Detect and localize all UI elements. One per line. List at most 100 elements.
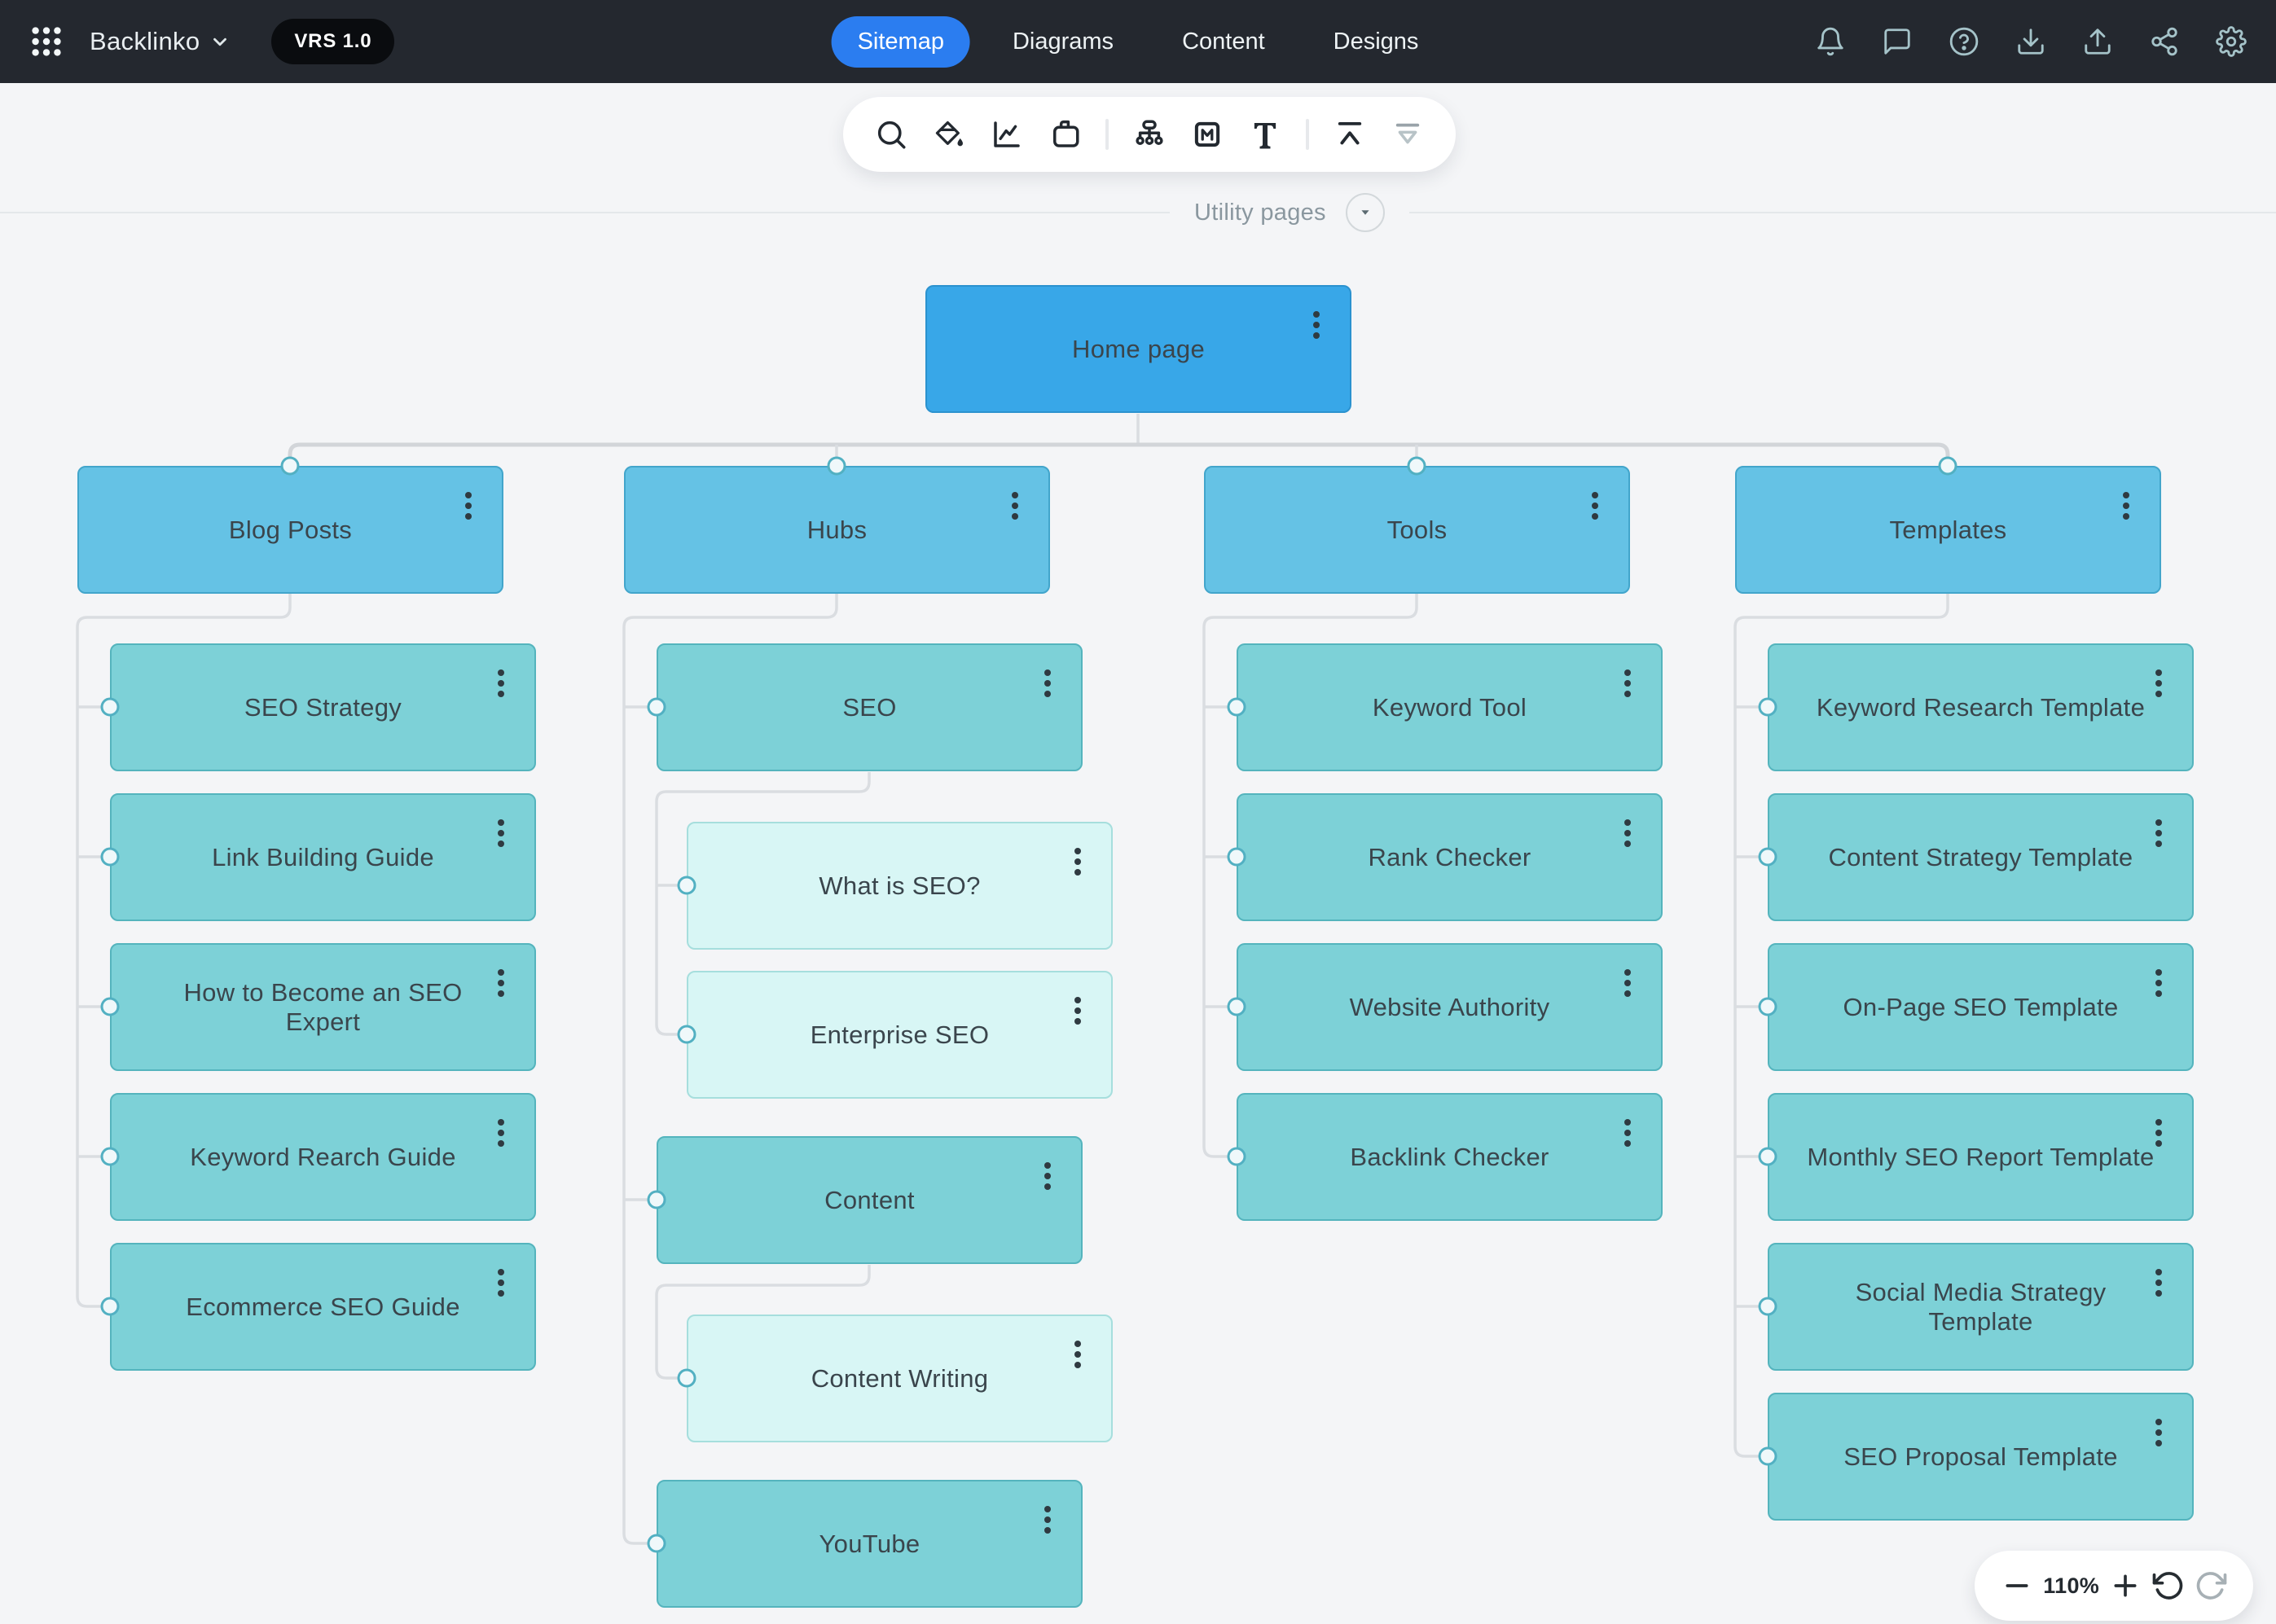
sitemap-node-content[interactable]: Content: [657, 1136, 1083, 1264]
node-menu-icon[interactable]: [1044, 1162, 1051, 1169]
sitemap-node-seo-expert[interactable]: How to Become an SEO Expert: [110, 943, 536, 1071]
node-menu-icon[interactable]: [2155, 1269, 2162, 1275]
node-menu-icon[interactable]: [2155, 1419, 2162, 1425]
toolbar-separator: [1306, 119, 1309, 150]
sitemap-node-seo[interactable]: SEO: [657, 643, 1083, 771]
sitemap-node-hubs[interactable]: Hubs: [624, 466, 1050, 594]
sitemap-node-templates[interactable]: Templates: [1735, 466, 2161, 594]
sitemap-node-rank-checker[interactable]: Rank Checker: [1237, 793, 1663, 921]
redo-icon[interactable]: [2195, 1569, 2227, 1602]
node-menu-icon[interactable]: [498, 1119, 504, 1126]
node-menu-icon[interactable]: [1044, 669, 1051, 676]
node-menu-icon[interactable]: [1012, 492, 1018, 498]
pages-icon[interactable]: [1048, 117, 1082, 151]
node-menu-icon[interactable]: [465, 492, 472, 498]
analytics-chart-icon[interactable]: [990, 117, 1024, 151]
nav-tab-sitemap[interactable]: Sitemap: [831, 15, 970, 68]
node-title: Home page: [1072, 334, 1205, 363]
sitemap-node-seo-strategy[interactable]: SEO Strategy: [110, 643, 536, 771]
node-menu-icon[interactable]: [1624, 819, 1631, 826]
canvas-toolbar: [843, 97, 1456, 172]
utility-expand-button[interactable]: [1345, 193, 1385, 232]
nav-tab-diagrams[interactable]: Diagrams: [1012, 28, 1114, 55]
node-menu-icon[interactable]: [1624, 669, 1631, 676]
node-menu-icon[interactable]: [498, 669, 504, 676]
sitemap-node-backlink-checker[interactable]: Backlink Checker: [1237, 1093, 1663, 1221]
share-nodes-icon[interactable]: [2149, 26, 2180, 57]
expand-all-icon[interactable]: [1391, 117, 1425, 151]
search-icon[interactable]: [874, 117, 908, 151]
apps-grid-icon[interactable]: [28, 23, 65, 60]
node-menu-icon[interactable]: [1074, 848, 1081, 854]
sitemap-node-seo-proposal-template[interactable]: SEO Proposal Template: [1768, 1393, 2194, 1521]
sitemap-node-keyword-research-template[interactable]: Keyword Research Template: [1768, 643, 2194, 771]
node-title: Keyword Tool: [1372, 692, 1527, 722]
node-menu-icon[interactable]: [2155, 669, 2162, 676]
node-title: Enterprise SEO: [810, 1020, 990, 1049]
fill-color-icon[interactable]: [932, 117, 966, 151]
node-title: Hubs: [806, 515, 868, 544]
node-title: On-Page SEO Template: [1843, 992, 2119, 1021]
node-menu-icon[interactable]: [1313, 311, 1320, 318]
sitemap-node-youtube[interactable]: YouTube: [657, 1480, 1083, 1608]
settings-gear-icon[interactable]: [2216, 26, 2247, 57]
zoom-out-icon[interactable]: [2001, 1569, 2033, 1602]
node-title: Content: [824, 1185, 915, 1214]
node-title: SEO Proposal Template: [1843, 1442, 2118, 1471]
sitemap-node-on-page-seo-template[interactable]: On-Page SEO Template: [1768, 943, 2194, 1071]
node-menu-icon[interactable]: [498, 969, 504, 976]
sitemap-node-blog-posts[interactable]: Blog Posts: [77, 466, 503, 594]
sitemap-node-social-media-strategy-template[interactable]: Social Media Strategy Template: [1768, 1243, 2194, 1371]
undo-icon[interactable]: [2152, 1569, 2185, 1602]
sitemap-node-what-is-seo[interactable]: What is SEO?: [687, 822, 1113, 950]
sitemap-node-link-building-guide[interactable]: Link Building Guide: [110, 793, 536, 921]
node-menu-icon[interactable]: [1044, 1506, 1051, 1512]
sitemap-node-website-authority[interactable]: Website Authority: [1237, 943, 1663, 1071]
zoom-controls: 110%: [1975, 1551, 2253, 1621]
node-title: YouTube: [819, 1529, 921, 1558]
comment-bubble-icon[interactable]: [1882, 26, 1913, 57]
node-title: Content Strategy Template: [1828, 842, 2133, 871]
nav-tab-content[interactable]: Content: [1182, 28, 1265, 55]
sitemap-node-ecommerce-seo-guide[interactable]: Ecommerce SEO Guide: [110, 1243, 536, 1371]
node-menu-icon[interactable]: [1624, 1119, 1631, 1126]
sitemap-node-monthly-seo-report-template[interactable]: Monthly SEO Report Template: [1768, 1093, 2194, 1221]
download-icon[interactable]: [2015, 26, 2046, 57]
node-title: Keyword Research Template: [1816, 692, 2146, 722]
node-menu-icon[interactable]: [2155, 969, 2162, 976]
node-menu-icon[interactable]: [1074, 1341, 1081, 1347]
header-left: Backlinko VRS 1.0: [0, 19, 395, 64]
utility-pages-label: Utility pages: [1194, 199, 1326, 226]
node-menu-icon[interactable]: [2123, 492, 2129, 498]
nav-tab-designs[interactable]: Designs: [1333, 28, 1419, 55]
sitemap-node-icon[interactable]: [1132, 117, 1167, 151]
version-badge: VRS 1.0: [271, 19, 395, 64]
node-menu-icon[interactable]: [2155, 1119, 2162, 1126]
node-title: SEO Strategy: [244, 692, 402, 722]
node-menu-icon[interactable]: [1074, 997, 1081, 1003]
help-circle-icon[interactable]: [1949, 26, 1979, 57]
node-menu-icon[interactable]: [498, 1269, 504, 1275]
node-menu-icon[interactable]: [2155, 819, 2162, 826]
upload-icon[interactable]: [2082, 26, 2113, 57]
node-title: Keyword Rearch Guide: [190, 1142, 456, 1171]
sitemap-node-keyword-rearch-guide[interactable]: Keyword Rearch Guide: [110, 1093, 536, 1221]
collapse-all-icon[interactable]: [1333, 117, 1367, 151]
sitemap-node-content-writing[interactable]: Content Writing: [687, 1315, 1113, 1442]
node-menu-icon[interactable]: [498, 819, 504, 826]
text-tool-icon[interactable]: [1248, 117, 1282, 151]
workspace-name: Backlinko: [90, 27, 200, 55]
markdown-icon[interactable]: [1190, 117, 1224, 151]
workspace-switcher[interactable]: Backlinko: [90, 27, 231, 56]
sitemap-node-keyword-tool[interactable]: Keyword Tool: [1237, 643, 1663, 771]
node-menu-icon[interactable]: [1624, 969, 1631, 976]
sitemap-node-home-page[interactable]: Home page: [925, 285, 1351, 413]
notifications-bell-icon[interactable]: [1815, 26, 1846, 57]
sitemap-node-tools[interactable]: Tools: [1204, 466, 1630, 594]
utility-divider-line: [0, 212, 2276, 213]
node-title: Templates: [1889, 515, 2007, 544]
sitemap-node-enterprise-seo[interactable]: Enterprise SEO: [687, 971, 1113, 1099]
zoom-in-icon[interactable]: [2109, 1569, 2142, 1602]
node-menu-icon[interactable]: [1592, 492, 1598, 498]
sitemap-node-content-strategy-template[interactable]: Content Strategy Template: [1768, 793, 2194, 921]
